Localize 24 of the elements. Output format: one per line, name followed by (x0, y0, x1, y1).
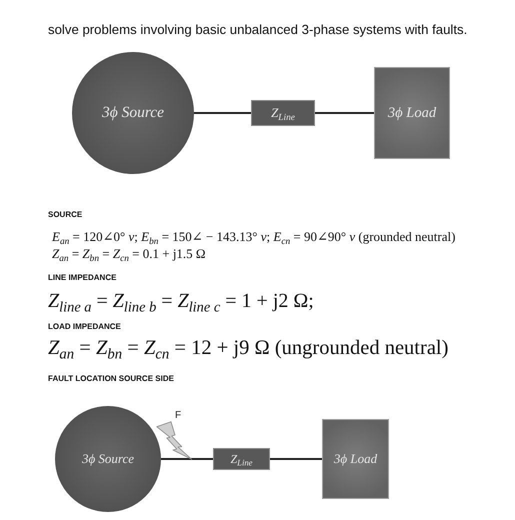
connector-line (161, 458, 213, 460)
load-label: 3ϕ Load (334, 451, 378, 467)
load-box (374, 67, 450, 159)
impedance-box (213, 448, 270, 470)
equation-text: E$_{an}$ = 120∠0° v; E$_{bn}$ = 150∠ − 143.13° v; E$_{cn}$ = 90∠90° v (grounded neutral) (52, 229, 456, 245)
impedance-label: Z$_{Line}$ (271, 105, 295, 121)
load-box (322, 419, 389, 499)
source-label: 3ϕ Source (82, 451, 134, 467)
load-label: 3ϕ Load (388, 104, 436, 122)
section-heading: LOAD IMPEDANCE (48, 322, 121, 332)
impedance-box (251, 100, 315, 126)
equation-text: Z$_{an}$ = Z$_{bn}$ = Z$_{cn}$ = 0.1 + j1.5 Ω (52, 246, 206, 262)
source-label: 3ϕ Source (102, 104, 164, 122)
connector-line (194, 112, 251, 114)
connector-line (315, 112, 374, 114)
connector-line (270, 458, 322, 460)
section-heading: SOURCE (48, 210, 82, 220)
equation-text: Z$_{an}$ = Z$_{bn}$ = Z$_{cn}$ = 12 + j9 Ω (ungrounded neutral) (48, 336, 448, 361)
impedance-label: Z$_{Line}$ (230, 452, 253, 466)
section-heading: LINE IMPEDANCE (48, 273, 116, 283)
equation-text: Z$_{line a}$ = Z$_{line b}$ = Z$_{line c}$ = 1 + j2 Ω; (48, 289, 314, 313)
heading-text: solve problems involving basic unbalanced 3-phase systems with faults. (48, 22, 468, 37)
section-heading: FAULT LOCATION SOURCE SIDE (48, 374, 174, 384)
fault-label: F (175, 410, 182, 422)
